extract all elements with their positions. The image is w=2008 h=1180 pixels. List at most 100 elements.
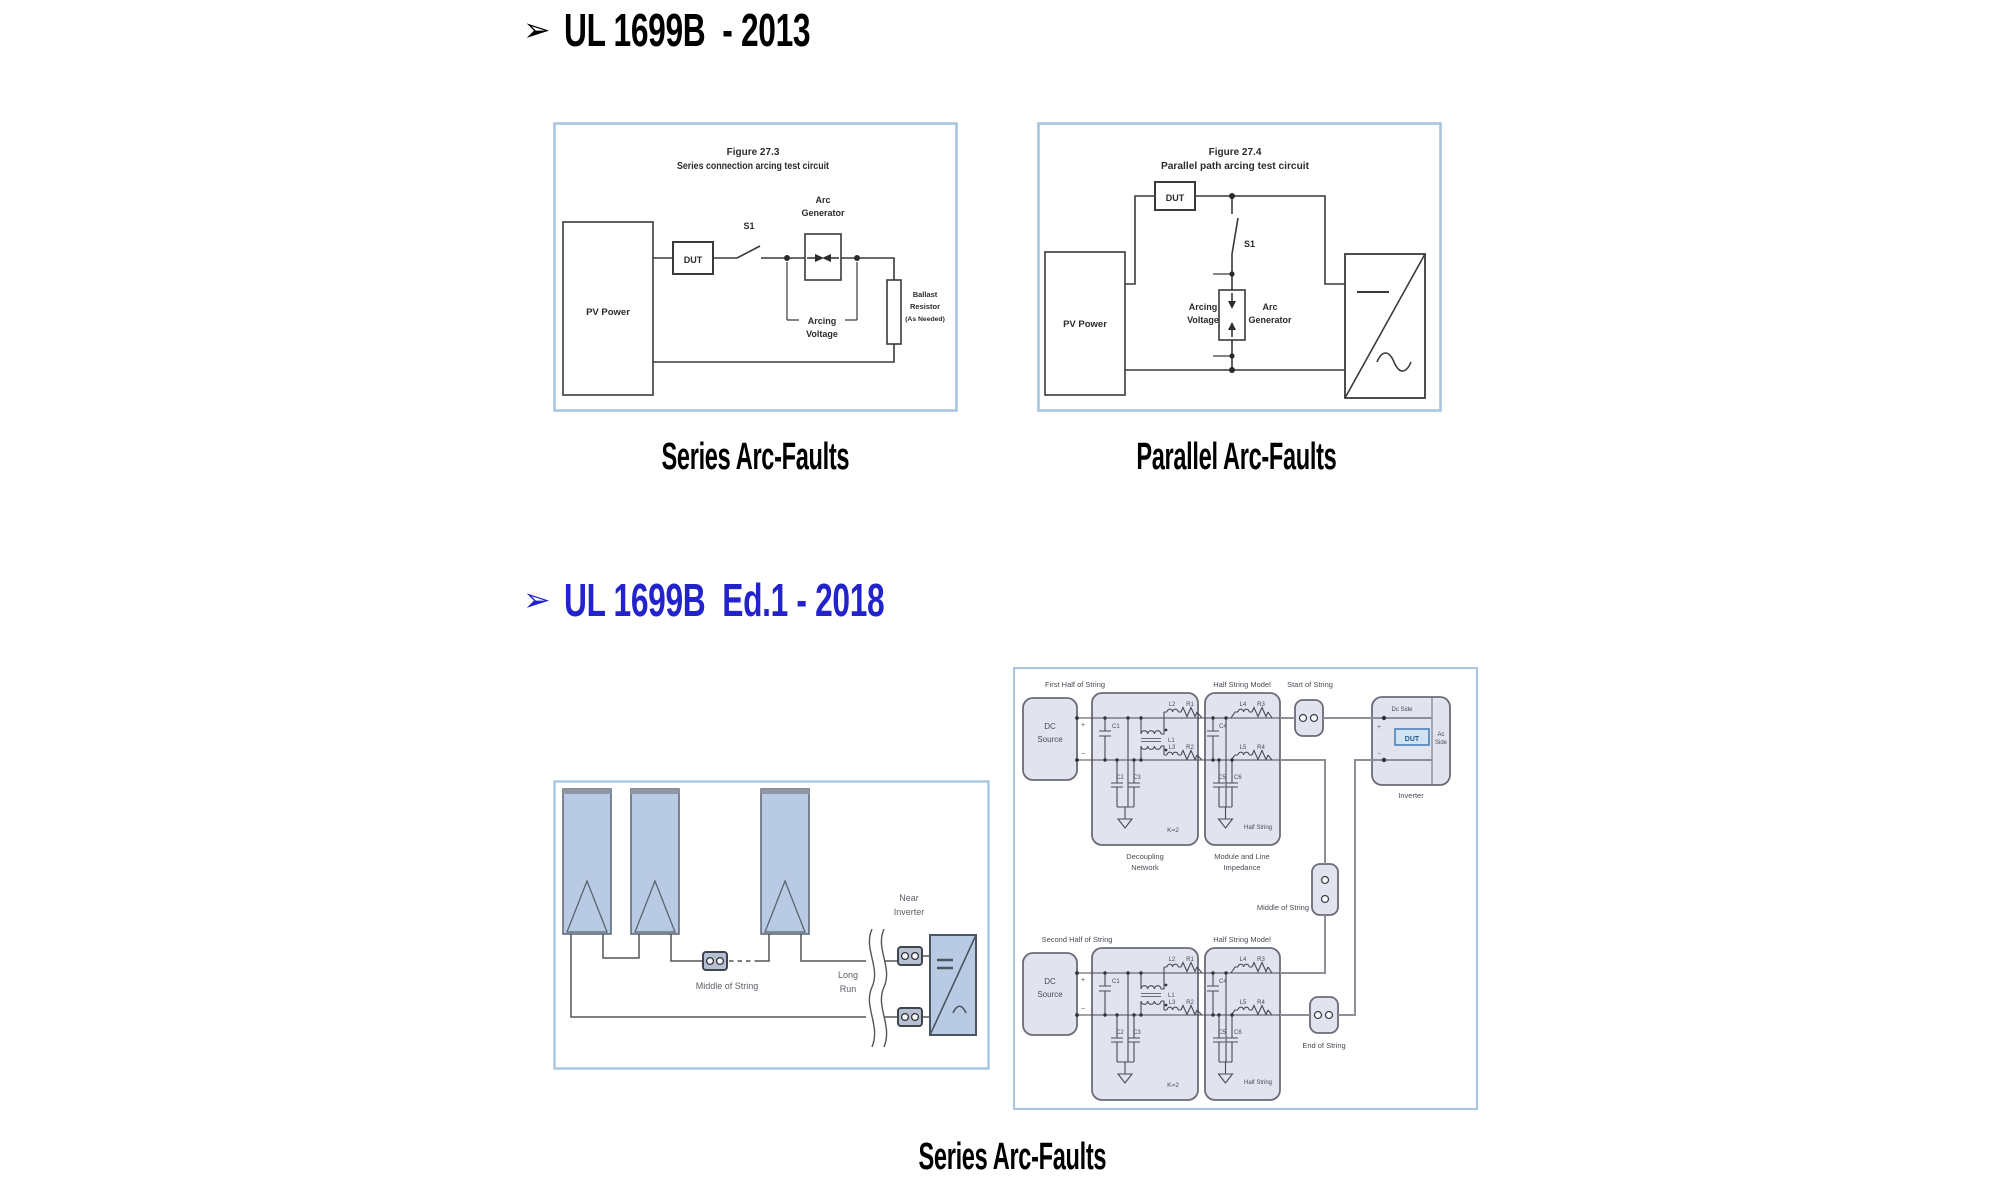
inverter-label: Inverter (1398, 791, 1424, 800)
dc-side-label: Dc Side (1391, 707, 1413, 713)
arrow-left-icon (822, 254, 831, 262)
wire-break-squiggle-1 (868, 928, 876, 1048)
arc-generator-box (804, 233, 842, 281)
figure-texts: First Half of String Half String Model S… (1042, 680, 1448, 1050)
caption-series-arc-faults-2018: Series Arc-Faults (802, 1136, 1222, 1179)
dut-label: DUT (1166, 193, 1185, 203)
arcing-voltage-bracket (786, 262, 858, 321)
arcing-voltage-bracket (1213, 273, 1232, 357)
inverter-plus-label: + (1377, 725, 1381, 731)
near-inverter-label-1: Near (899, 893, 919, 903)
middle-of-string-connector (1311, 863, 1339, 916)
connector-terminals (705, 951, 920, 1022)
pv-power-box (562, 221, 654, 396)
figure-texts: Figure 27.3 Series connection arcing tes… (586, 147, 945, 339)
inverter-box (1344, 253, 1426, 399)
figure-27-4-panel: Figure 27.4 Parallel path arcing test ci… (1037, 122, 1442, 412)
middle-of-string-label: Middle of String (696, 981, 759, 991)
heading-2013-text: UL 1699B - 2013 (563, 4, 811, 56)
arrow-up-icon (1228, 322, 1236, 330)
panel-top-bars (563, 789, 809, 794)
ballast-label-1: Ballast (913, 290, 938, 299)
ac-sine-symbol (1376, 352, 1412, 372)
end-of-string-label: End of String (1302, 1041, 1345, 1050)
panel-1-triangle (566, 879, 608, 933)
junctions-arrows (1228, 193, 1236, 373)
ballast-label-3: (As Needed) (905, 316, 945, 323)
ballast-label-2: Resistor (910, 302, 940, 311)
heading-2018-text: UL 1699B Ed.1 - 2018 (563, 574, 885, 626)
string-wiring (570, 928, 930, 1048)
long-run-label-1: Long (838, 970, 858, 980)
arrow-right-icon (815, 254, 824, 262)
s1-label: S1 (1244, 239, 1255, 249)
arc-connector-boxes (702, 946, 923, 1027)
near-inverter-connector-top (897, 946, 923, 966)
dut-highlight-box (1394, 728, 1430, 746)
second-half-of-string-label: Second Half of String (1042, 935, 1113, 944)
figure-subtitle: Parallel path arcing test circuit (1161, 161, 1310, 172)
caption-text: Series Arc-Faults (918, 1136, 1106, 1178)
arcing-voltage-label-1: Arcing (808, 316, 837, 326)
inverter-minus-label: − (1377, 751, 1381, 757)
series-arcing-test-circuit-diagram: Figure 27.3 Series connection arcing tes… (553, 122, 958, 412)
arrow-bullet-icon: ➢ (523, 581, 551, 618)
arcing-voltage-label-1: Arcing (1189, 302, 1218, 312)
long-run-label-2: Run (840, 984, 857, 994)
figure-frame (1037, 122, 1442, 412)
arrow-bullet-icon: ➢ (523, 11, 551, 48)
s1-label: S1 (743, 221, 754, 231)
connector-terminals (1298, 713, 1334, 1020)
figure-27-3-panel: Figure 27.3 Series connection arcing tes… (553, 122, 958, 412)
inverter-diagonal (929, 934, 977, 1036)
figure-title: Figure 27.3 (727, 147, 780, 158)
first-half-of-string-label: First Half of String (1045, 680, 1105, 689)
decoupling-network-label-1: Decoupling (1126, 852, 1164, 861)
s1-switch-blade (1231, 217, 1239, 255)
half-string-model-label-bottom: Half String Model (1213, 935, 1271, 944)
circuit-lines (1044, 181, 1426, 399)
middle-of-string-label: Middle of String (1257, 903, 1309, 912)
pv-string-arc-location-diagram: Middle of String Long Run Near Inverter (553, 780, 990, 1070)
near-inverter-connector-bottom (897, 1007, 923, 1027)
dc-symbol (937, 958, 953, 970)
middle-of-string-connector (702, 951, 728, 971)
pv-panels (562, 788, 810, 935)
half-string-test-circuit-panel: DC Source + − C1 C2 C3 L1 L2 R1 L3 R2 K=… (1013, 667, 1478, 1110)
pv-string-diagram-panel: Middle of String Long Run Near Inverter (553, 780, 990, 1070)
dut-label: DUT (1405, 736, 1420, 743)
pv-power-label: PV Power (1063, 319, 1107, 330)
string-inverter (929, 934, 977, 1036)
figure-subtitle: Series connection arcing test circuit (677, 161, 830, 172)
start-of-string-label: Start of String (1287, 680, 1333, 689)
arc-generator-label-1: Arc (1262, 302, 1277, 312)
half-string-test-circuit-diagram: DC Source + − C1 C2 C3 L1 L2 R1 L3 R2 K=… (1013, 667, 1478, 1110)
caption-parallel-arc-faults-2013: Parallel Arc-Faults (1026, 436, 1446, 479)
inverter-terminal-dots (1381, 715, 1387, 763)
decoupling-network-label-2: Network (1131, 863, 1159, 872)
half-string-model-label-top: Half String Model (1213, 680, 1271, 689)
arc-generator-label-1: Arc (815, 195, 830, 205)
heading-ul1699b-2013: ➢ UL 1699B - 2013 (523, 6, 920, 54)
panel-2-triangle (634, 879, 676, 933)
pv-power-label: PV Power (586, 307, 630, 318)
near-inverter-label-2: Inverter (894, 907, 925, 917)
ac-sine-symbol (952, 1005, 967, 1014)
arrow-down-icon (1228, 301, 1236, 309)
arcing-voltage-label-2: Voltage (806, 329, 838, 339)
ac-side-label-2: Side (1435, 740, 1448, 746)
interconnect-wires (1280, 717, 1432, 1016)
caption-text: Parallel Arc-Faults (1135, 436, 1337, 478)
module-line-impedance-label-2: Impedance (1223, 863, 1260, 872)
panel-3-triangle (764, 879, 806, 933)
pv-power-box (1044, 251, 1126, 396)
arcing-voltage-label-2: Voltage (1187, 315, 1219, 325)
junctions-arrows (784, 254, 860, 262)
ac-side-label-1: Ac (1437, 732, 1444, 738)
parallel-arcing-test-circuit-diagram: Figure 27.4 Parallel path arcing test ci… (1037, 122, 1442, 412)
wire-break-squiggle-2 (880, 928, 888, 1048)
module-line-impedance-label-1: Module and Line (1214, 852, 1269, 861)
inverter-diagonal (1344, 253, 1426, 399)
heading-ul1699b-ed1-2018: ➢ UL 1699B Ed.1 - 2018 (523, 576, 1028, 624)
